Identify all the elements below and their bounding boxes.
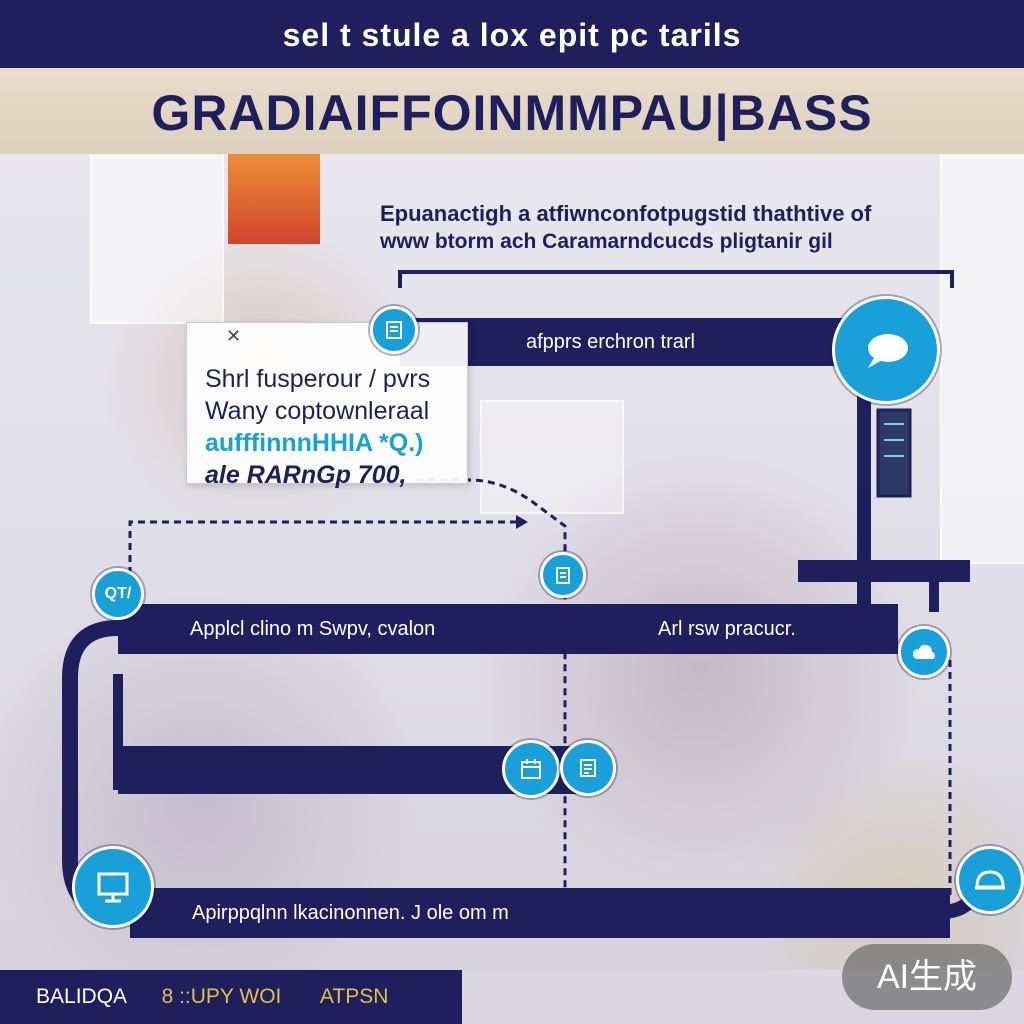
process-bar-1-label: afpprs erchron trarl <box>526 318 695 366</box>
process-bar-4: Apirppqlnn lkacinonnen. J ole om m <box>130 888 950 938</box>
note-line-4: ale RARnGp 700, <box>187 459 467 491</box>
process-bar-2: Applcl clino m Swpv, cvalon Arl rsw prac… <box>118 604 898 654</box>
desk-bar <box>798 560 970 582</box>
close-icon: ✕ <box>226 328 242 344</box>
process-bar-2-right-label: Arl rsw pracucr. <box>658 604 796 654</box>
dome-icon <box>956 846 1024 914</box>
dashed-connector-left <box>130 522 520 598</box>
footer-right: ATPSN <box>320 985 388 1008</box>
chat-bubble-icon <box>832 296 940 404</box>
note-card: Shrl fusperour / pvrs Wany coptownleraal… <box>186 322 468 484</box>
dashed-connector-vertical <box>416 480 565 888</box>
note-line-2: Wany coptownleraal <box>187 395 467 427</box>
footer-text: BALIDQA 8 ::UPY WOI ATPSN <box>36 970 388 1024</box>
server-rack-icon <box>878 410 910 496</box>
document-icon <box>370 306 418 354</box>
process-bar-4-label: Apirppqlnn lkacinonnen. J ole om m <box>192 888 509 938</box>
calendar-icon <box>502 740 560 798</box>
footer-left: BALIDQA <box>36 985 126 1008</box>
cloud-icon <box>898 626 950 678</box>
subtitle-bracket <box>400 272 952 288</box>
monitor-icon <box>72 846 154 928</box>
footer-middle: 8 ::UPY WOI <box>162 985 282 1008</box>
dashed-arrowhead <box>516 515 528 529</box>
process-bar-1: afpprs erchron trarl <box>400 318 866 366</box>
clipboard-icon <box>540 552 586 598</box>
note-line-3: aufffinnnHHIA *Q.) <box>187 427 467 459</box>
step-badge-text: QT/ <box>105 585 132 603</box>
process-bar-2-left-label: Applcl clino m Swpv, cvalon <box>190 604 435 654</box>
list-icon <box>560 740 616 796</box>
step-badge: QT/ <box>92 568 144 620</box>
watermark-badge: AI生成 <box>842 944 1012 1010</box>
